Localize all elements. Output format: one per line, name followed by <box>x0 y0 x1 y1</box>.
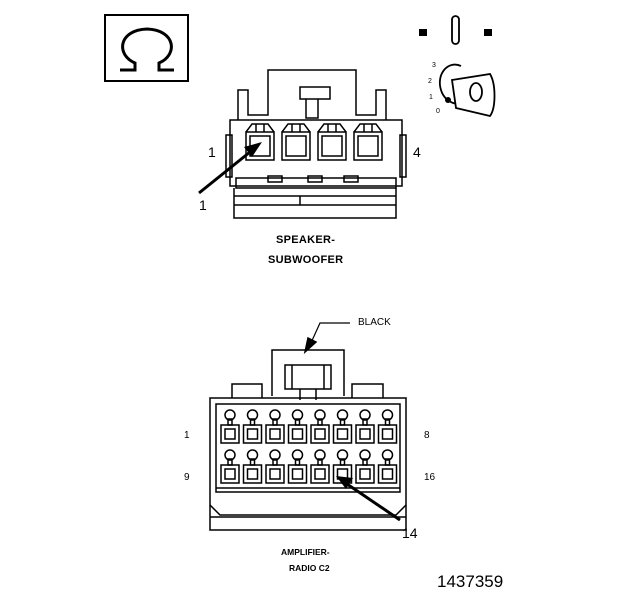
bottom-cavity-11 <box>265 449 285 484</box>
bottom-cavity-15 <box>355 449 375 484</box>
figure-number: 1437359 <box>437 572 504 591</box>
top-pin-4-label: 4 <box>413 144 421 160</box>
bottom-pin-pointer-arrow <box>336 476 401 522</box>
bottom-cavity-1 <box>220 409 240 444</box>
top-cavity-3 <box>317 123 347 161</box>
bottom-cavity-8 <box>377 409 398 444</box>
bottom-cavity-9 <box>220 449 240 484</box>
bottom-pointer-label: 14 <box>402 525 418 541</box>
top-cavity-1 <box>245 123 275 161</box>
key-position-3: 3 <box>432 62 436 69</box>
bottom-cavity-5 <box>310 409 330 444</box>
bottom-cavity-3 <box>265 409 285 444</box>
bottom-cavity-7 <box>355 409 375 444</box>
bottom-cavity-10 <box>242 449 263 484</box>
top-pointer-label: 1 <box>199 197 207 213</box>
bottom-connector-name-line1: AMPLIFIER- <box>281 547 330 557</box>
key-position-1: 1 <box>429 94 433 101</box>
bottom-cavity-2 <box>242 409 263 444</box>
bottom-cavity-16 <box>377 449 398 484</box>
amplifier-radio-cavities <box>220 409 398 484</box>
top-connector-name-line2: SUBWOOFER <box>268 254 344 266</box>
top-cavity-2 <box>281 123 311 161</box>
bottom-cavity-6 <box>332 409 353 444</box>
bottom-pin-16-label: 16 <box>424 472 436 483</box>
top-connector-name-line1: SPEAKER- <box>276 234 336 246</box>
bottom-pin-9-label: 9 <box>184 472 190 483</box>
speaker-subwoofer-cavities <box>245 123 383 161</box>
top-cavity-4 <box>353 123 383 161</box>
omega-symbol <box>104 14 189 82</box>
key-position-2: 2 <box>428 78 432 85</box>
bottom-pin-8-label: 8 <box>424 430 430 441</box>
speaker-subwoofer-connector <box>225 69 407 219</box>
ignition-key-icon <box>419 15 496 118</box>
bottom-cavity-13 <box>310 449 330 484</box>
connector-color-label: BLACK <box>358 317 391 328</box>
bottom-pin-1-label: 1 <box>184 430 190 441</box>
bottom-cavity-4 <box>287 409 308 444</box>
bottom-cavity-12 <box>287 449 308 484</box>
bottom-connector-name-line2: RADIO C2 <box>289 563 330 573</box>
key-position-0: 0 <box>436 108 440 115</box>
amplifier-radio-connector <box>209 322 407 531</box>
top-pin-1-label: 1 <box>208 144 216 160</box>
top-pin-pointer-arrow <box>198 142 262 195</box>
